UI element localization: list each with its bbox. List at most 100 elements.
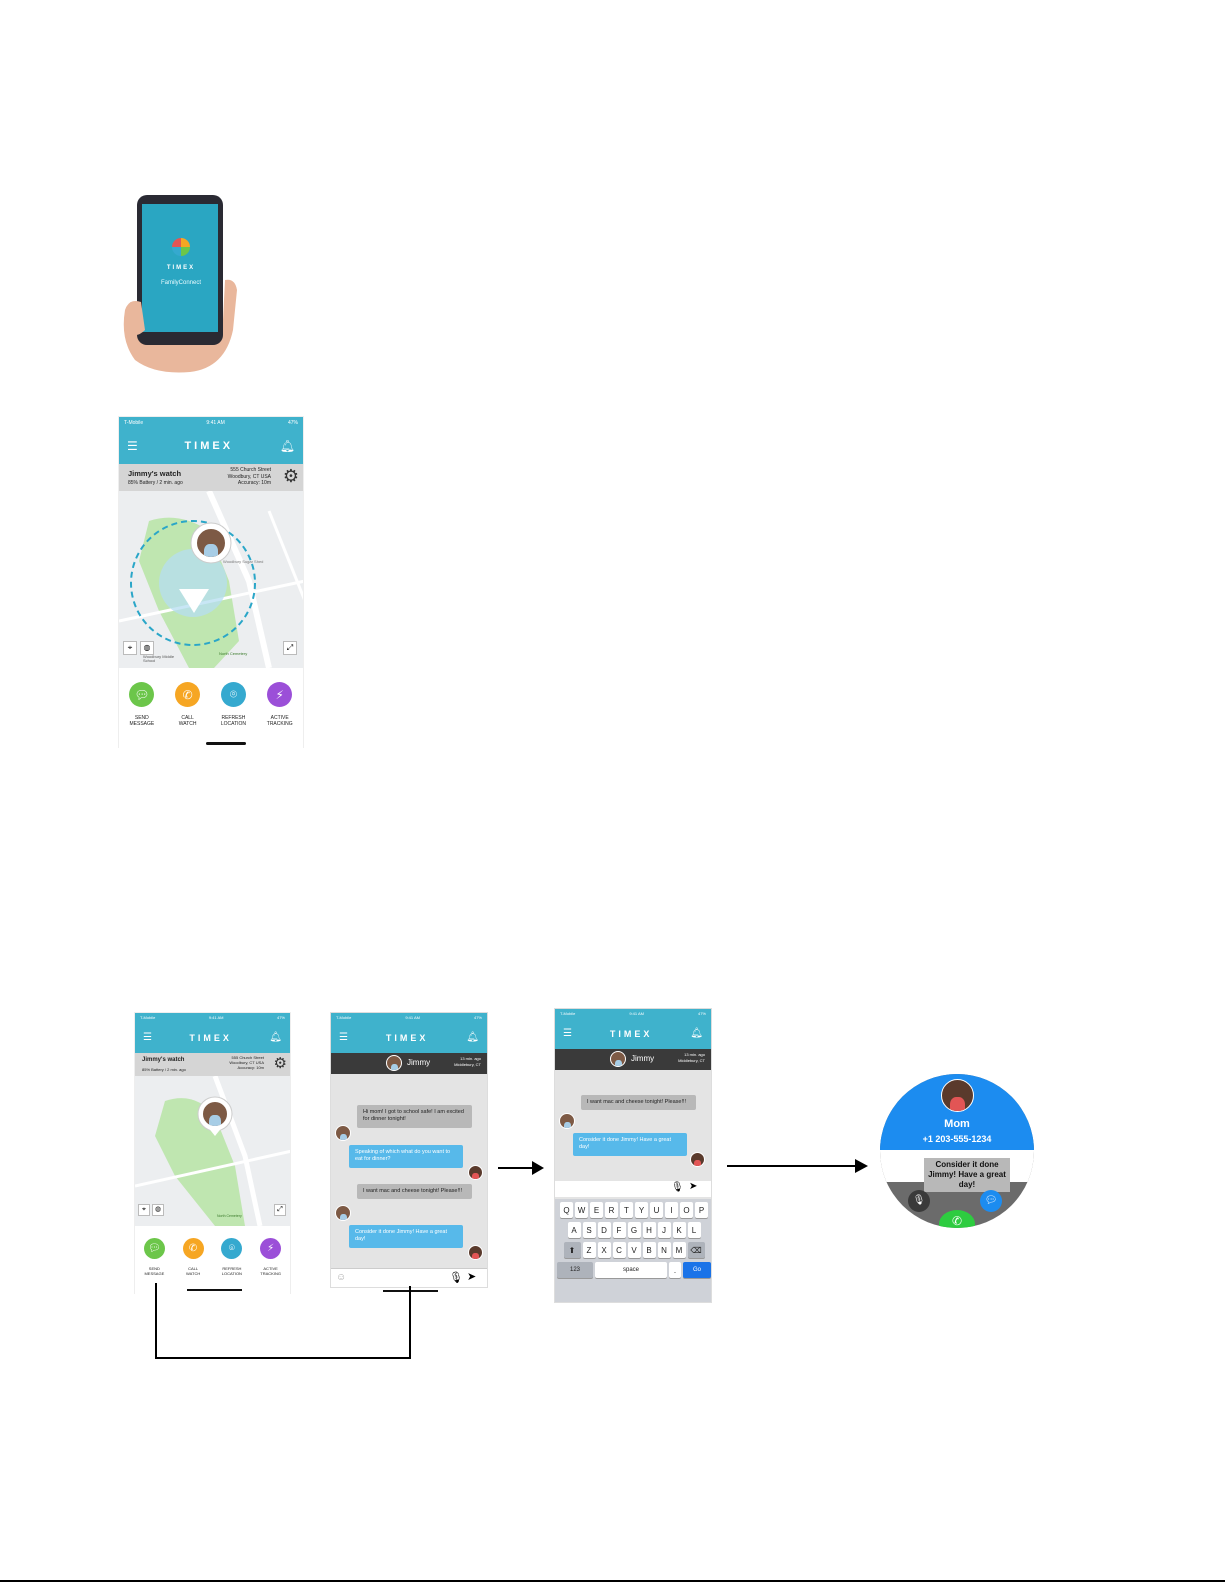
- map-view[interactable]: Woodbury Sugar Shed Woodbury Middle Scho…: [119, 491, 303, 668]
- key-n[interactable]: N: [657, 1242, 671, 1258]
- location-pin-icon: ⌾: [221, 1238, 243, 1259]
- mom-avatar: [468, 1245, 483, 1260]
- child-avatar-pin[interactable]: [202, 1101, 228, 1127]
- message-bubble-sent: Consider it done Jimmy! Have a great day…: [349, 1225, 463, 1248]
- arrow-head-icon: [855, 1159, 868, 1173]
- watch-message-bubble: Consider it done Jimmy! Have a great day…: [924, 1158, 1010, 1192]
- expand-icon[interactable]: ⤢: [274, 1204, 286, 1216]
- key-t[interactable]: T: [620, 1202, 633, 1218]
- mom-avatar: [690, 1152, 705, 1167]
- shift-key[interactable]: ⬆: [563, 1242, 581, 1258]
- key-y[interactable]: Y: [635, 1202, 648, 1218]
- numbers-key[interactable]: 123: [557, 1262, 593, 1278]
- watch-reply-button[interactable]: 💬︎: [980, 1190, 1002, 1212]
- key-u[interactable]: U: [650, 1202, 663, 1218]
- key-g[interactable]: G: [627, 1222, 641, 1238]
- settings-gear-icon[interactable]: ⚙: [273, 1055, 287, 1072]
- page-bottom-border: [0, 1580, 1225, 1582]
- key-o[interactable]: O: [680, 1202, 693, 1218]
- bell-icon[interactable]: 🔔︎: [690, 1028, 703, 1039]
- battery-line: 85% Battery / 2 min. ago: [128, 480, 183, 486]
- key-m[interactable]: M: [672, 1242, 686, 1258]
- key-d[interactable]: D: [597, 1222, 611, 1238]
- key-x[interactable]: X: [597, 1242, 611, 1258]
- key-z[interactable]: Z: [582, 1242, 596, 1258]
- splash-subtitle: FamilyConnect: [160, 280, 201, 286]
- globe-icon[interactable]: ◍: [140, 641, 154, 655]
- map-label-cemetery: North Cemetery: [219, 651, 248, 656]
- settings-gear-icon[interactable]: ⚙: [282, 466, 299, 486]
- expand-icon[interactable]: ⤢: [283, 641, 297, 655]
- arrow-line: [498, 1167, 534, 1169]
- message-bubble-received: Hi mom! I got to school safe! I am excit…: [357, 1105, 472, 1128]
- chat-contact-bar: Jimmy 13 min. ago Middlebury, CT: [555, 1049, 711, 1070]
- message-input-bar[interactable]: ☺ 🎙︎ ➤: [331, 1268, 487, 1287]
- key-w[interactable]: W: [575, 1202, 588, 1218]
- map-label-school: Woodbury Middle School: [143, 654, 175, 664]
- splash-brand: TIMEX: [166, 265, 196, 271]
- key-h[interactable]: H: [642, 1222, 656, 1238]
- locate-me-icon[interactable]: ⌖: [138, 1204, 150, 1216]
- flow-screen-keyboard: T-Mobile 9:41 AM 47% ☰ TIMEX 🔔︎ Jimmy 13…: [554, 1008, 712, 1303]
- key-r[interactable]: R: [605, 1202, 618, 1218]
- key-a[interactable]: A: [567, 1222, 581, 1238]
- send-arrow-icon[interactable]: ➤: [467, 1271, 477, 1283]
- go-key[interactable]: Go: [683, 1262, 711, 1278]
- bell-icon[interactable]: 🔔︎: [269, 1032, 282, 1043]
- microphone-icon[interactable]: 🎙︎: [671, 1182, 684, 1193]
- time-text: 9:41 AM: [206, 419, 225, 426]
- battery-text: 47%: [287, 419, 298, 426]
- watch-face: Mom +1 203-555-1234 Consider it done Jim…: [880, 1074, 1034, 1228]
- key-f[interactable]: F: [612, 1222, 626, 1238]
- message-input-bar[interactable]: 🎙︎ ➤: [555, 1181, 711, 1197]
- hamburger-menu-icon[interactable]: ☰: [339, 1032, 348, 1043]
- key-e[interactable]: E: [590, 1202, 603, 1218]
- period-key[interactable]: .: [669, 1262, 681, 1278]
- splash-phone-photo: TIMEX FamilyConnect: [115, 190, 245, 375]
- chat-contact-bar: Jimmy 13 min. ago Middlebury, CT: [331, 1053, 487, 1074]
- send-arrow-icon[interactable]: ➤: [689, 1181, 698, 1192]
- backspace-key[interactable]: ⌫: [687, 1242, 705, 1258]
- message-bubble-received: I want mac and cheese tonight! Please!!!: [357, 1184, 472, 1200]
- child-avatar-pin[interactable]: [196, 528, 226, 558]
- contact-avatar: [386, 1055, 402, 1071]
- watch-mic-button[interactable]: 🎙︎: [908, 1190, 930, 1212]
- bell-icon[interactable]: 🔔︎: [466, 1032, 479, 1043]
- flow-screen-main: T-Mobile 9:41 AM 47% ☰ TIMEX 🔔︎ Jimmy's …: [134, 1012, 291, 1295]
- locate-me-icon[interactable]: ⌖: [123, 641, 137, 655]
- key-v[interactable]: V: [627, 1242, 641, 1258]
- key-l[interactable]: L: [687, 1222, 701, 1238]
- microphone-icon[interactable]: 🎙︎: [449, 1272, 463, 1284]
- key-b[interactable]: B: [642, 1242, 656, 1258]
- address-line-1: 555 Church Street: [230, 467, 271, 473]
- header-brand: TIMEX: [184, 440, 234, 452]
- map-view[interactable]: North Cemetery ⌖ ◍ ⤢: [135, 1076, 290, 1226]
- bell-icon[interactable]: 🔔︎: [279, 439, 295, 453]
- emoji-icon[interactable]: ☺: [336, 1272, 347, 1283]
- watch-answer-button[interactable]: ✆: [939, 1210, 975, 1228]
- hamburger-menu-icon[interactable]: ☰: [143, 1032, 152, 1043]
- hamburger-menu-icon[interactable]: ☰: [563, 1028, 572, 1039]
- hamburger-menu-icon[interactable]: ☰: [127, 439, 138, 453]
- chat-bubble-icon: 💬︎: [129, 682, 155, 707]
- key-j[interactable]: J: [657, 1222, 671, 1238]
- space-key[interactable]: space: [595, 1262, 667, 1278]
- key-c[interactable]: C: [612, 1242, 626, 1258]
- arrow-head-icon: [532, 1161, 544, 1175]
- key-s[interactable]: S: [582, 1222, 596, 1238]
- key-k[interactable]: K: [672, 1222, 686, 1238]
- key-p[interactable]: P: [695, 1202, 708, 1218]
- key-i[interactable]: I: [665, 1202, 678, 1218]
- status-bar: T-Mobile 9:41 AM 47%: [119, 417, 303, 428]
- home-indicator: [187, 1289, 242, 1291]
- globe-icon[interactable]: ◍: [152, 1204, 164, 1216]
- key-q[interactable]: Q: [560, 1202, 573, 1218]
